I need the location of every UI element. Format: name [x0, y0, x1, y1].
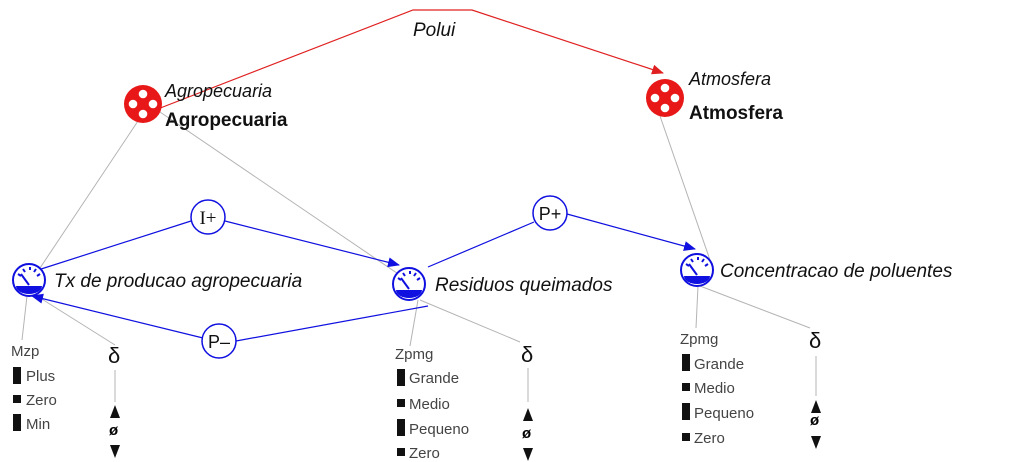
tx-derivative-zero: ø: [109, 422, 119, 439]
residuos-derivative-symbol: δ: [521, 342, 534, 367]
link-residuos-qspace: [409, 299, 419, 347]
residuos-qspace-interval-marker: [397, 419, 405, 436]
residuos-qspace-point-marker: [397, 448, 405, 456]
residuos-qspace-name: Zpmg: [395, 346, 434, 363]
residuos-quantity-label: Residuos queimados: [435, 275, 613, 296]
residuos-gauge-icon[interactable]: [392, 267, 426, 301]
p-minus-line-from-residuos[interactable]: [235, 305, 429, 342]
tx-derivative-symbol: δ: [108, 343, 121, 368]
concentracao-quantity-label: Concentracao de poluentes: [720, 261, 953, 282]
residuos-qspace-value: Pequeno: [409, 421, 470, 438]
agropecuaria-entity-icon[interactable]: [124, 85, 162, 123]
residuos-derivative-down-arrow: [523, 448, 533, 461]
residuos-qspace-value: Zero: [409, 445, 440, 462]
polui-relation-label: Polui: [413, 20, 456, 41]
tx-producao-gauge-icon[interactable]: [12, 263, 46, 297]
link-concentracao-qspace: [695, 285, 699, 329]
link-agro-tx: [31, 117, 141, 281]
agropecuaria-label-bold: Agropecuaria: [165, 110, 288, 131]
derivative-arrows: [110, 400, 821, 461]
concentracao-qspace-point-marker: [682, 383, 690, 391]
tx-qspace-value: Min: [26, 416, 51, 433]
tx-qspace-interval-marker: [13, 414, 21, 431]
concentracao-gauge-icon[interactable]: [680, 253, 714, 287]
concentracao-qspace-value: Pequeno: [694, 405, 755, 422]
agropecuaria-label-italic: Agropecuaria: [165, 81, 273, 101]
concentracao-qspace-value: Medio: [694, 380, 735, 397]
concentracao-derivative-up-arrow: [811, 400, 821, 413]
residuos-qspace-interval-marker: [397, 369, 405, 386]
concentracao-qspace-value: Grande: [694, 356, 745, 373]
dependency-i-plus[interactable]: I+: [190, 199, 226, 235]
concentracao-derivative-symbol: δ: [809, 328, 822, 353]
tx-qspace-point-marker: [13, 395, 21, 403]
dependency-i-plus-label: I+: [199, 208, 216, 229]
structure-lines: [21, 111, 817, 402]
dependency-lines: [31, 213, 696, 342]
atmosfera-label-bold: Atmosfera: [689, 103, 783, 124]
p-plus-line-to-concentracao[interactable]: [566, 213, 696, 251]
tx-derivative-up-arrow: [110, 405, 120, 418]
tx-qspace-interval-marker: [13, 367, 21, 384]
link-tx-derivative: [36, 295, 116, 346]
concentracao-qspace-interval-marker: [682, 403, 690, 420]
dependency-p-minus[interactable]: P–: [201, 323, 237, 359]
residuos-derivative-up-arrow: [523, 408, 533, 421]
concentracao-qspace-name: Zpmg: [680, 331, 719, 348]
concentracao-qspace-value: Zero: [694, 430, 725, 447]
polui-relation-line[interactable]: [149, 9, 664, 113]
tx-derivative-down-arrow: [110, 445, 120, 458]
tx-producao-quantity-label: Tx de producao agropecuaria: [54, 271, 303, 292]
i-plus-line-to-residuos[interactable]: [224, 220, 400, 268]
link-tx-qspace: [21, 295, 28, 341]
i-plus-line-from-tx[interactable]: [37, 220, 192, 271]
p-plus-line-from-residuos[interactable]: [427, 221, 535, 268]
dependency-p-plus[interactable]: P+: [532, 195, 568, 231]
residuos-derivative-zero: ø: [522, 425, 532, 442]
dependency-p-plus-label: P+: [539, 204, 562, 224]
residuos-qspace-point-marker: [397, 399, 405, 407]
p-minus-line-to-tx[interactable]: [31, 293, 204, 339]
tx-qspace-value: Zero: [26, 392, 57, 409]
link-residuos-derivative: [419, 299, 521, 343]
residuos-qspace-value: Grande: [409, 370, 460, 387]
tx-qspace-name: Mzp: [11, 343, 40, 360]
concentracao-qspace-point-marker: [682, 433, 690, 441]
tx-qspace-value: Plus: [26, 368, 56, 385]
atmosfera-entity-icon[interactable]: [646, 79, 684, 117]
residuos-qspace-value: Medio: [409, 396, 450, 413]
link-agro-residuos: [159, 111, 411, 283]
concentracao-qspace-interval-marker: [682, 354, 690, 371]
atmosfera-label-italic: Atmosfera: [689, 69, 772, 89]
concentracao-derivative-zero: ø: [810, 412, 820, 429]
concentracao-derivative-down-arrow: [811, 436, 821, 449]
dependency-p-minus-label: P–: [208, 332, 230, 352]
link-atmos-concentracao: [659, 115, 711, 261]
link-concentracao-derivative: [699, 285, 811, 329]
